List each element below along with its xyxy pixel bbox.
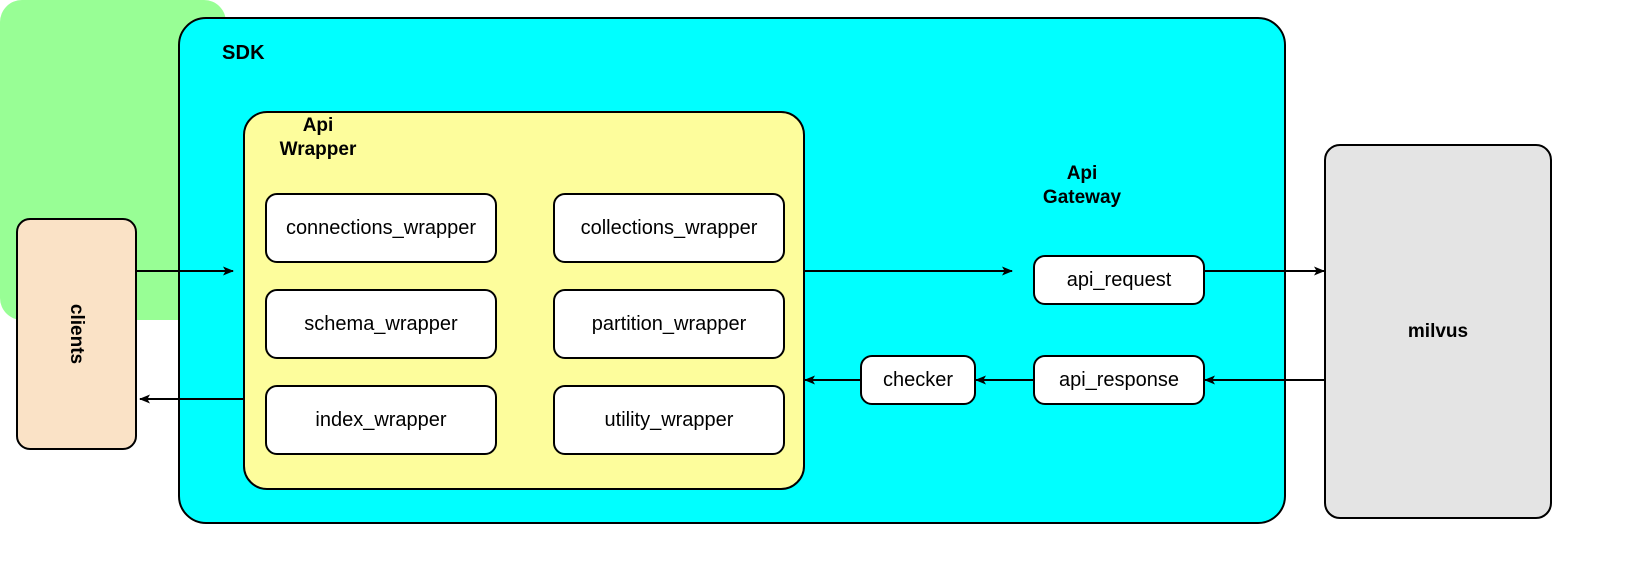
node-schema-wrapper[interactable]: schema_wrapper (265, 289, 497, 359)
node-api-request[interactable]: api_request (1033, 255, 1205, 305)
api-gateway-label-line2: Gateway (1042, 186, 1122, 208)
node-clients[interactable]: clients (16, 218, 137, 450)
node-milvus[interactable]: milvus (1324, 144, 1552, 519)
node-checker[interactable]: checker (860, 355, 976, 405)
node-collections-wrapper[interactable]: collections_wrapper (553, 193, 785, 263)
api-wrapper-label-line2: Wrapper (279, 138, 357, 160)
node-clients-label: clients (66, 303, 88, 365)
node-connections-wrapper[interactable]: connections_wrapper (265, 193, 497, 263)
node-partition-wrapper[interactable]: partition_wrapper (553, 289, 785, 359)
api-gateway-container-label: Api Gateway (1022, 162, 1142, 210)
node-utility-wrapper[interactable]: utility_wrapper (553, 385, 785, 455)
api-wrapper-label-line1: Api (302, 115, 334, 136)
api-gateway-label-line1: Api (1066, 163, 1098, 184)
sdk-container-label: SDK (222, 42, 265, 64)
node-api-response[interactable]: api_response (1033, 355, 1205, 405)
node-index-wrapper[interactable]: index_wrapper (265, 385, 497, 455)
api-wrapper-container-label: Api Wrapper (258, 114, 378, 162)
